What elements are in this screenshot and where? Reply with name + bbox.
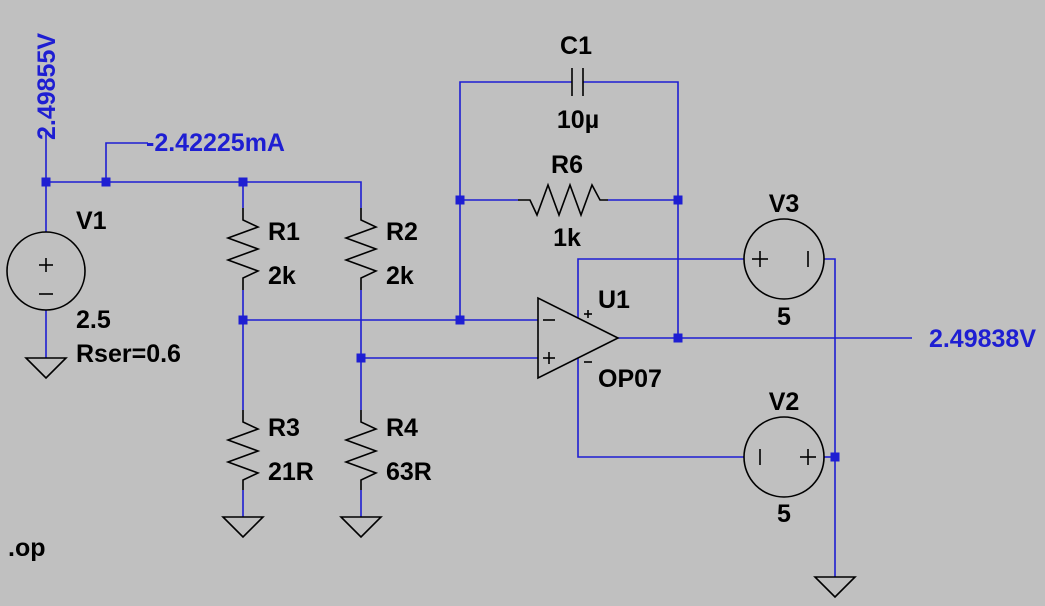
output-voltage-probe[interactable]: 2.49838V bbox=[929, 325, 1036, 353]
v1-name: V1 bbox=[76, 207, 107, 235]
junction-dot bbox=[830, 452, 840, 462]
junction-dot bbox=[238, 315, 248, 325]
r2-name: R2 bbox=[386, 218, 418, 246]
junction-dot bbox=[673, 333, 683, 343]
input-current-probe[interactable]: -2.42225mA bbox=[146, 129, 285, 157]
r3-value: 21R bbox=[268, 458, 314, 486]
wire-current-probe[interactable] bbox=[105, 142, 148, 182]
wire-vplus[interactable] bbox=[577, 258, 744, 318]
r3-name: R3 bbox=[268, 414, 300, 442]
voltage-source-v1[interactable] bbox=[6, 231, 86, 311]
capacitor-c1[interactable] bbox=[571, 68, 584, 96]
voltage-source-v2[interactable] bbox=[743, 416, 825, 498]
junction-dot bbox=[356, 353, 366, 363]
junction-dot bbox=[238, 177, 248, 187]
v2-name: V2 bbox=[769, 388, 800, 416]
resistor-r4[interactable] bbox=[343, 410, 379, 490]
resistor-r6[interactable] bbox=[518, 182, 608, 218]
r2-value: 2k bbox=[386, 262, 414, 290]
r6-name: R6 bbox=[551, 151, 583, 179]
wire-feedback-right[interactable] bbox=[583, 81, 679, 338]
wires bbox=[45, 81, 912, 577]
ground-icon bbox=[813, 576, 857, 599]
resistor-r2[interactable] bbox=[343, 208, 379, 290]
resistor-r1[interactable] bbox=[225, 208, 261, 290]
resistor-r3[interactable] bbox=[225, 410, 261, 490]
spice-directive[interactable]: .op bbox=[8, 534, 46, 562]
junction-dot bbox=[673, 195, 683, 205]
c1-value: 10µ bbox=[557, 106, 599, 134]
r1-name: R1 bbox=[268, 218, 300, 246]
u1-name: U1 bbox=[598, 286, 630, 314]
ground-icon bbox=[339, 516, 383, 539]
v1-rser: Rser=0.6 bbox=[76, 340, 181, 368]
r1-value: 2k bbox=[268, 262, 296, 290]
r4-value: 63R bbox=[386, 458, 432, 486]
r4-name: R4 bbox=[386, 414, 418, 442]
wire-feedback-left[interactable] bbox=[459, 81, 572, 320]
junction-dot bbox=[101, 177, 111, 187]
v2-value: 5 bbox=[777, 500, 791, 528]
v1-value: 2.5 bbox=[76, 306, 111, 334]
ground-icon bbox=[24, 357, 68, 380]
input-voltage-probe[interactable]: 2.49855V bbox=[33, 33, 61, 140]
c1-name: C1 bbox=[560, 32, 592, 60]
voltage-source-v3[interactable] bbox=[743, 218, 825, 300]
u1-model: OP07 bbox=[598, 365, 662, 393]
junction-dot bbox=[455, 195, 465, 205]
junction-dot bbox=[41, 177, 51, 187]
wire-v3-right[interactable] bbox=[824, 258, 836, 577]
v3-value: 5 bbox=[777, 303, 791, 331]
r6-value: 1k bbox=[553, 224, 581, 252]
junctions bbox=[41, 177, 840, 462]
wire-vminus[interactable] bbox=[577, 358, 744, 458]
junction-dot bbox=[455, 315, 465, 325]
v3-name: V3 bbox=[769, 190, 800, 218]
wire-top-rail[interactable] bbox=[45, 130, 362, 208]
opamp-u1[interactable] bbox=[537, 296, 620, 380]
ground-icon bbox=[221, 516, 265, 539]
